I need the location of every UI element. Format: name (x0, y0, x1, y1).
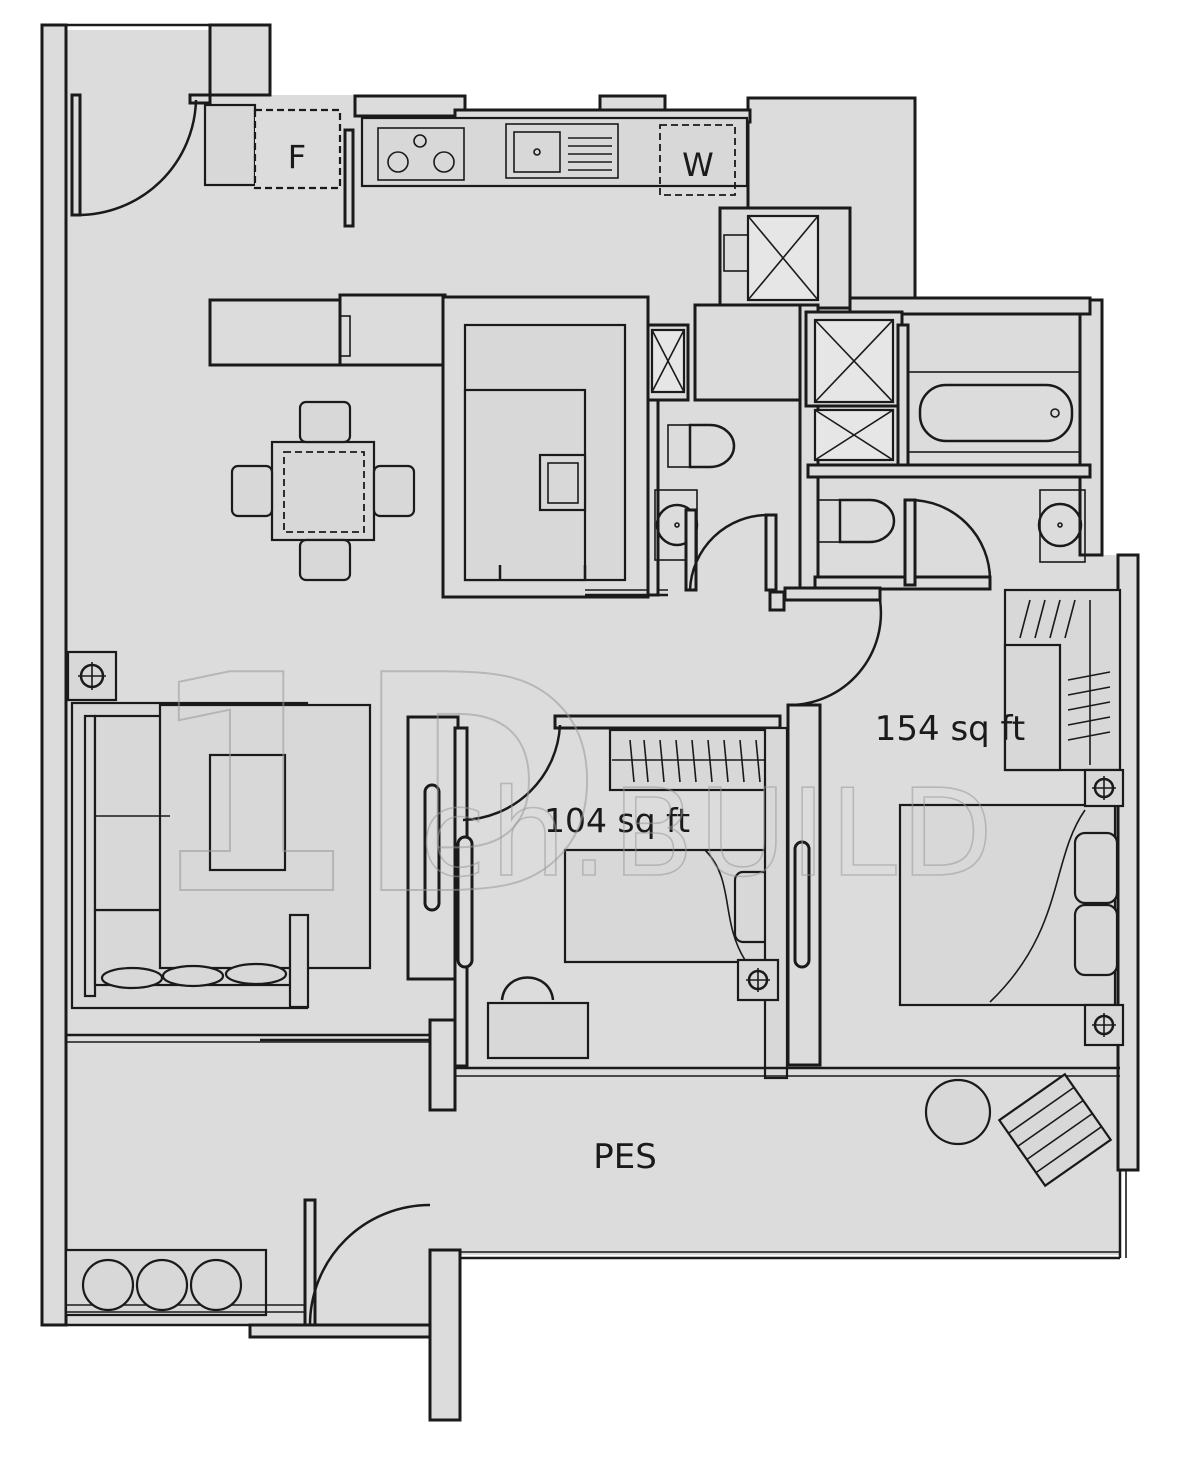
aircon-outlet-icon-2 (736, 958, 780, 1002)
aircon-outlet-icon-3 (1083, 768, 1125, 808)
bathroom-door[interactable] (684, 508, 778, 592)
kitchen-cabinet-row (208, 293, 447, 367)
plant-icon (81, 1258, 135, 1312)
chair (500, 976, 555, 1001)
bathtub-icon (907, 371, 1081, 453)
basin-icon-2 (1037, 489, 1086, 563)
fridge-label: F (288, 138, 306, 176)
aircon-outlet-icon-4 (1083, 1003, 1125, 1047)
toilet-icon-2 (817, 498, 896, 544)
study-desk (486, 1001, 590, 1060)
bedroom-2: 104 sq ft (406, 714, 789, 1080)
washer-label: W (682, 146, 714, 184)
entrance-door[interactable] (70, 93, 212, 217)
master-bedroom: 154 sq ft (786, 588, 1125, 1067)
watermark-text: ch.BUILD (420, 765, 997, 904)
watermark: 1D ch.BUILD (144, 611, 997, 962)
kitchen: F W (203, 94, 752, 228)
hangers-2 (1019, 599, 1111, 741)
dining-table (230, 400, 416, 582)
wall-column (428, 1018, 457, 1112)
hangers (629, 739, 761, 783)
washer-slot (659, 124, 736, 196)
master-bedroom-area: 154 sq ft (875, 709, 1026, 749)
sliding-door-bedrooms[interactable] (455, 1066, 1120, 1077)
planter-box (64, 1248, 305, 1317)
watermark-monogram: 1D (145, 612, 603, 961)
service-core (718, 206, 1092, 316)
bedroom-2-area: 104 sq ft (544, 801, 690, 840)
store-room (441, 295, 668, 599)
fridge-slot (253, 108, 342, 190)
stove-icon (377, 127, 465, 181)
toilet-icon (667, 423, 736, 469)
pes-area: PES (64, 1072, 1113, 1327)
round-table (924, 1078, 992, 1146)
outer-walls (40, 23, 1140, 1422)
gate-door[interactable] (303, 1198, 431, 1327)
aircon-outlet-icon (66, 650, 118, 702)
pes-label: PES (593, 1137, 657, 1177)
bathroom-master (804, 310, 1092, 591)
sliding-door-living[interactable] (66, 1033, 430, 1043)
plant-icon (135, 1258, 189, 1312)
master-bedroom-door[interactable] (768, 586, 883, 707)
coffee-table (208, 753, 287, 872)
deck-chair (997, 1072, 1113, 1188)
living-room (66, 650, 372, 1010)
plant-icon (189, 1258, 243, 1312)
sink-icon (505, 123, 619, 179)
bedroom-2-door[interactable] (462, 724, 562, 822)
master-bath-door[interactable] (909, 498, 992, 581)
